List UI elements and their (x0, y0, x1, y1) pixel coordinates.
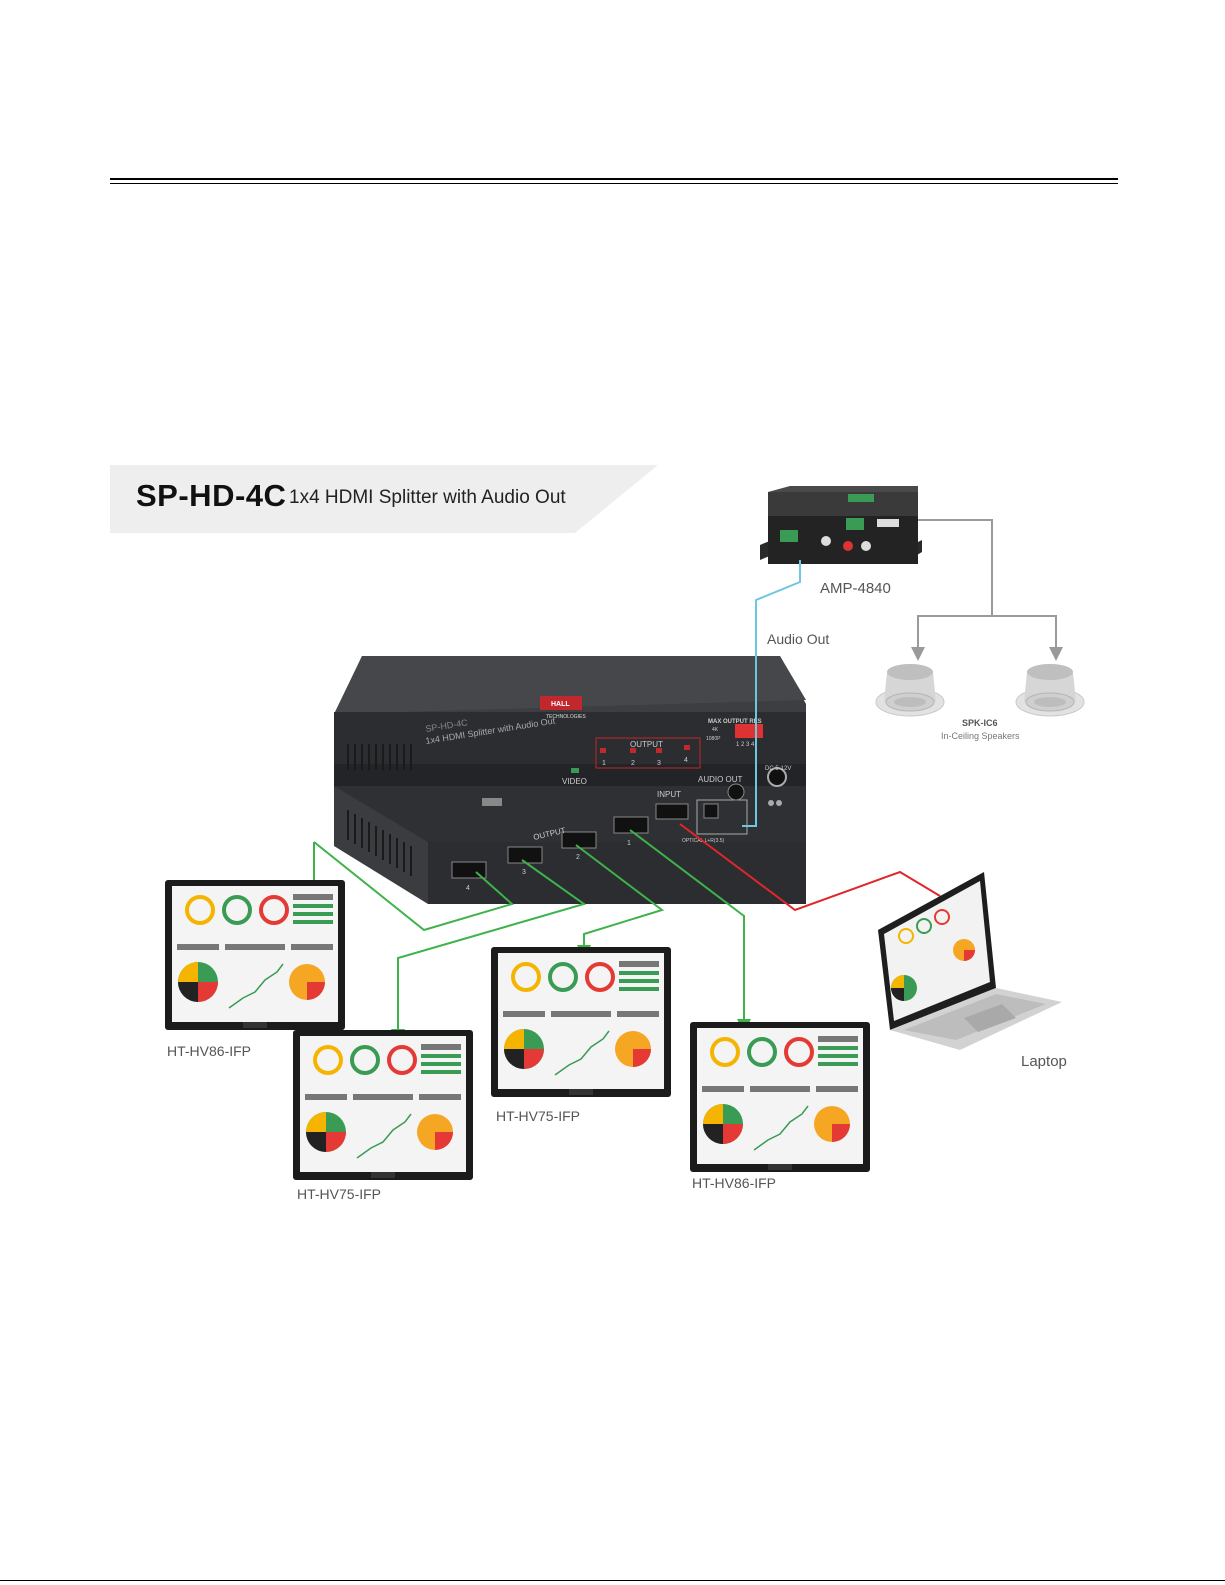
input-line (679, 823, 941, 912)
footer-rule (0, 1580, 1225, 1581)
led-number-3: 3 (657, 760, 661, 767)
port-number-3: 3 (522, 869, 526, 876)
display-2-label: HT-HV75-IFP (297, 1186, 382, 1202)
display-1-label: HT-HV86-IFP (167, 1043, 252, 1059)
led-number-1: 1 (602, 760, 606, 767)
amp-4840-device (760, 486, 922, 564)
port-number-2: 2 (576, 854, 580, 861)
splitter-device (334, 656, 806, 904)
header-rule-thick (110, 178, 1118, 180)
speaker-right (1015, 663, 1085, 717)
led-number-4: 4 (684, 757, 688, 764)
audio-out-label: AUDIO OUT (698, 775, 743, 784)
video-label: VIDEO (562, 777, 587, 786)
display-1 (163, 878, 347, 1032)
amp-label: AMP-4840 (820, 580, 891, 597)
speakers-title: SPK-IC6 (962, 718, 998, 728)
title-banner (110, 465, 658, 533)
led-number-2: 2 (631, 760, 635, 767)
input-label: INPUT (657, 790, 681, 799)
audio-out-label: Audio Out (767, 631, 830, 647)
banner-model: SP-HD-4C (136, 478, 287, 513)
port-number-1: 1 (627, 840, 631, 847)
speaker-left (875, 663, 945, 717)
header-rule-thin (110, 183, 1118, 184)
logo-text: HALL (551, 701, 570, 708)
display-4 (688, 1020, 872, 1174)
dc-label: DC 5-12V (765, 766, 791, 772)
laptop-device (878, 872, 1062, 1050)
laptop-label: Laptop (1021, 1053, 1067, 1070)
display-3 (489, 945, 673, 1099)
audio-out-line (742, 560, 801, 827)
output-led-label: OUTPUT (630, 740, 663, 749)
dip-label-4k: 4K (712, 727, 719, 733)
dip-label-1080p: 1080P (706, 736, 721, 742)
port-number-4: 4 (466, 885, 470, 892)
banner-description: 1x4 HDMI Splitter with Audio Out (289, 487, 566, 508)
display-4-label: HT-HV86-IFP (692, 1175, 777, 1191)
logo-subtext: TECHNOLOGIES (546, 714, 586, 720)
dip-numbers: 1 2 3 4 (736, 742, 755, 748)
speakers-subtitle: In-Ceiling Speakers (941, 731, 1020, 741)
display-2 (291, 1028, 475, 1182)
display-3-label: HT-HV75-IFP (496, 1108, 581, 1124)
max-output-label: MAX OUTPUT RES (708, 719, 762, 725)
